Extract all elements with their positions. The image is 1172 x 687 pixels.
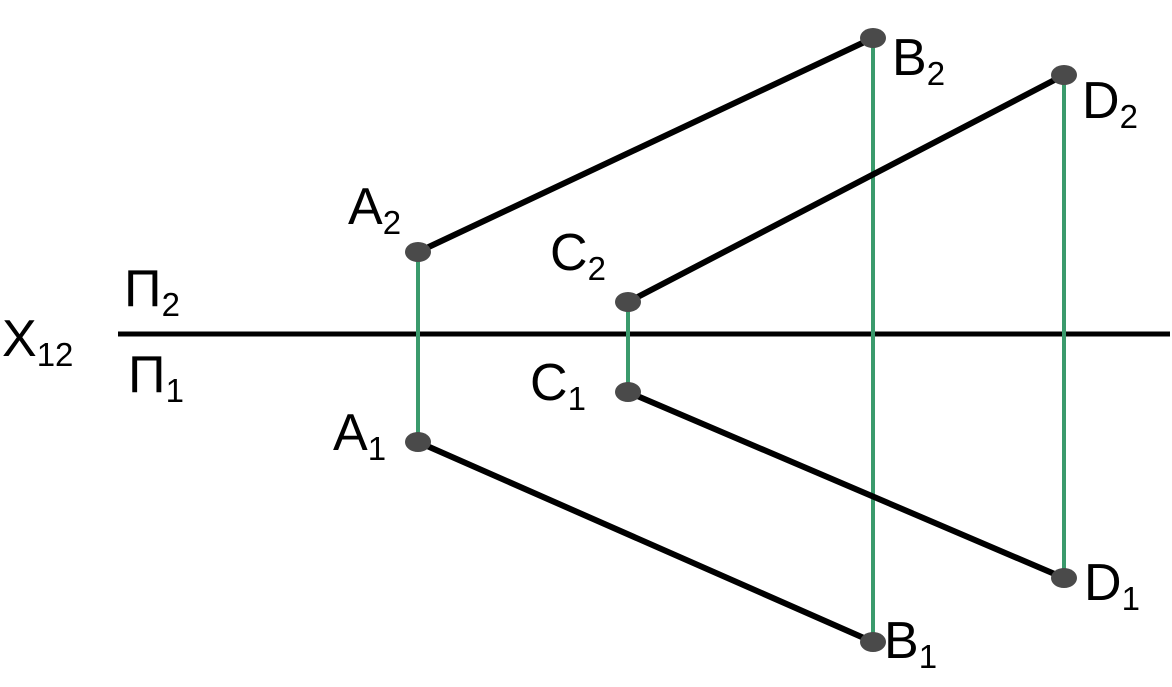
point-a2	[405, 242, 431, 262]
point-label-a2: A2	[348, 178, 401, 241]
points	[405, 28, 1077, 652]
plane-label-p1: Π1	[128, 346, 184, 409]
segments	[415, 35, 1067, 645]
point-label-c1: C1	[530, 354, 586, 417]
point-d1	[1051, 568, 1077, 588]
point-c1	[615, 382, 641, 402]
point-label-a1: A1	[333, 404, 386, 467]
point-label-b2: B2	[892, 29, 945, 92]
point-b1	[860, 632, 886, 652]
segment-a2b2	[415, 35, 876, 255]
segment-a1b1	[415, 439, 876, 645]
point-d2	[1051, 65, 1077, 85]
projection-links	[416, 38, 1066, 642]
segment-c2d2	[625, 72, 1067, 305]
plane-label-p2: Π2	[124, 260, 180, 323]
point-label-d1: D1	[1084, 554, 1140, 617]
segment-c1d1	[625, 389, 1067, 581]
point-label-c2: C2	[550, 224, 606, 287]
point-a1	[405, 432, 431, 452]
axis-label: X12	[2, 310, 73, 373]
point-label-b1: B1	[884, 612, 937, 675]
point-b2	[860, 28, 886, 48]
point-c2	[615, 292, 641, 312]
point-label-d2: D2	[1082, 72, 1138, 135]
